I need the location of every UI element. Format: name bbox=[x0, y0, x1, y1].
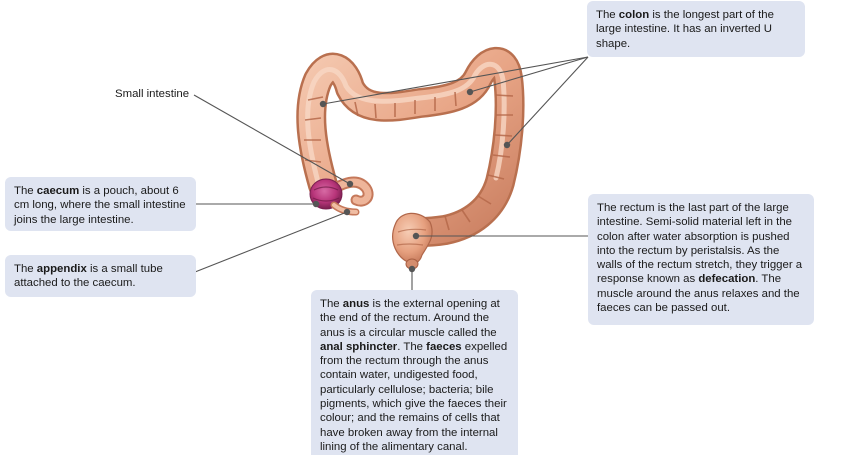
appendix-leader bbox=[194, 211, 348, 273]
large-intestine bbox=[296, 47, 525, 270]
small-intestine-label: Small intestine bbox=[115, 88, 190, 100]
caecum-callout-post: is a pouch, about 6 cm long, where the s… bbox=[14, 185, 186, 226]
appendix-callout: The appendix is a small tube attached to… bbox=[5, 255, 196, 297]
colon-leader-1 bbox=[322, 56, 589, 105]
appendix-callout-post: is a small tube attached to the caecum. bbox=[14, 263, 163, 290]
anus-callout-t3: . The bbox=[397, 340, 427, 353]
colon-leader-2 bbox=[469, 56, 589, 93]
rectum bbox=[392, 212, 433, 265]
leader-lines bbox=[193, 56, 589, 290]
caecum-callout: The caecum is a pouch, about 6 cm long, … bbox=[5, 177, 196, 231]
rectum-callout-term: defecation bbox=[698, 273, 756, 286]
caecum-callout-pre: The bbox=[14, 185, 37, 197]
appendix-callout-pre: The bbox=[14, 263, 37, 275]
colon-dot-2 bbox=[466, 88, 474, 96]
colon-callout-post: is the longest part of the large intesti… bbox=[596, 9, 774, 50]
caecum-dot bbox=[312, 200, 320, 208]
colon-dot-1 bbox=[319, 100, 327, 108]
leader-dots bbox=[312, 88, 511, 273]
anus-callout-term-sphincter: anal sphincter bbox=[320, 340, 398, 353]
rectum-dot bbox=[412, 232, 420, 240]
rectum-callout: The rectum is the last part of the large… bbox=[588, 194, 814, 325]
appendix-callout-term: appendix bbox=[36, 263, 87, 275]
rectum-callout-pre: The rectum is the last part of the large… bbox=[597, 202, 803, 286]
caecum bbox=[309, 178, 343, 210]
appendix-dot bbox=[343, 208, 351, 216]
anus-callout-term-anus: anus bbox=[342, 298, 370, 310]
anus-callout-t2: is the external opening at the end of th… bbox=[320, 298, 500, 339]
anus-callout: The anus is the external opening at the … bbox=[311, 290, 518, 455]
rectum-callout-post: . The muscle around the anus relaxes and… bbox=[597, 273, 800, 315]
anus-callout-term-faeces: faeces bbox=[426, 340, 462, 353]
colon-callout: The colon is the longest part of the lar… bbox=[587, 1, 805, 57]
haustra-markings bbox=[304, 91, 514, 231]
anus-callout-t1: The bbox=[320, 298, 343, 310]
small-intestine-dot bbox=[346, 180, 354, 188]
small-intestine-leader bbox=[193, 94, 351, 185]
caecum-markings bbox=[312, 186, 340, 202]
caecum-callout-term: caecum bbox=[36, 185, 80, 197]
colon-leader-3 bbox=[506, 56, 589, 146]
rectum-markings bbox=[396, 228, 427, 246]
anus-dot bbox=[408, 265, 416, 273]
small-intestine-end-fill bbox=[328, 178, 372, 205]
colon-callout-term: colon bbox=[618, 9, 650, 21]
anus-callout-t4: expelled from the rectum through the anu… bbox=[320, 340, 508, 453]
colon-dot-3 bbox=[503, 141, 511, 149]
colon-callout-pre: The bbox=[596, 9, 619, 21]
colon-highlight bbox=[305, 61, 507, 185]
